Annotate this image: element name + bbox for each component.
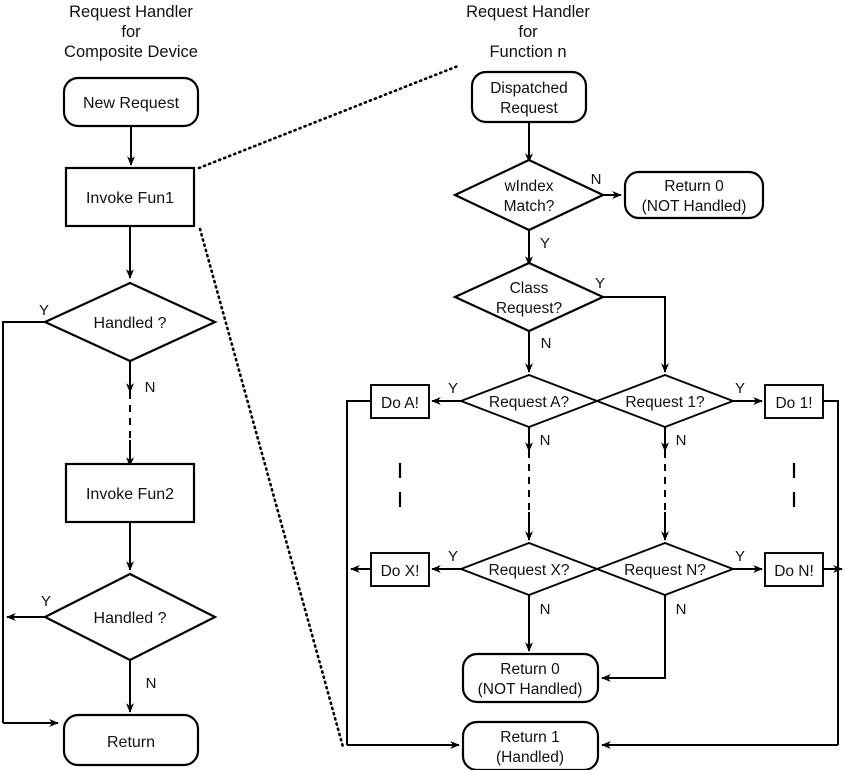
label-class-no: N — [541, 335, 552, 352]
node-invoke-fun2-label: Invoke Fun2 — [86, 486, 174, 503]
right-title-line-1: Request Handler — [466, 3, 590, 21]
label-handled1-no: N — [145, 379, 156, 396]
right-title-line-2: for — [518, 23, 538, 41]
expansion-connector-top — [197, 64, 460, 170]
label-windex-yes: Y — [540, 235, 550, 252]
label-requestx-yes: Y — [448, 548, 458, 565]
edge-doa-to-left-bus — [346, 400, 371, 745]
node-request-a-label: Request A? — [489, 394, 570, 411]
node-windex-match-line-1: wIndex — [503, 178, 553, 195]
label-windex-no: N — [591, 171, 602, 188]
edge-class-yes-to-request1 — [603, 296, 669, 373]
node-do-n-label: Do N! — [774, 563, 814, 580]
label-class-yes: Y — [595, 275, 605, 292]
node-return0-top-line-2: (NOT Handled) — [642, 198, 747, 215]
node-class-request-line-2: Request? — [496, 300, 563, 317]
node-return1-bottom[interactable] — [461, 720, 600, 770]
node-do-a[interactable] — [370, 384, 430, 419]
label-handled2-no: N — [146, 675, 157, 692]
node-return1-bottom-line-1: Return 1 — [500, 729, 559, 746]
node-windex-match[interactable] — [452, 158, 606, 232]
edge-requestn-no-to-return0 — [601, 595, 666, 682]
node-return0-top[interactable] — [623, 170, 765, 220]
node-new-request-label: New Request — [83, 95, 180, 112]
label-request1-no: N — [676, 432, 687, 449]
node-invoke-fun1-label: Invoke Fun1 — [86, 190, 174, 207]
node-windex-match-line-2: Match? — [504, 198, 555, 215]
right-title-line-3: Function n — [489, 43, 566, 61]
node-handled-1-label: Handled ? — [94, 315, 167, 332]
node-dispatched-request-line-1: Dispatched — [490, 80, 568, 97]
node-return1-bottom-line-2: (Handled) — [496, 749, 564, 766]
left-title-line-1: Request Handler — [69, 3, 193, 21]
edge-handled1-yes-to-bus — [2, 321, 45, 723]
node-class-request-line-1: Class — [510, 280, 549, 297]
node-return0-top-line-1: Return 0 — [664, 178, 724, 195]
label-requesta-yes: Y — [448, 380, 458, 397]
node-request-n-label: Request N? — [624, 562, 706, 579]
node-return0-bottom-line-1: Return 0 — [500, 661, 560, 678]
left-title: Request Handler for Composite Device — [64, 3, 198, 61]
label-requestn-no: N — [676, 601, 687, 618]
node-class-request[interactable] — [452, 261, 606, 333]
label-requestx-no: N — [540, 601, 551, 618]
left-title-line-2: for — [121, 23, 141, 41]
node-do-x-label: Do X! — [381, 563, 420, 580]
node-dispatched-request-line-2: Request — [500, 100, 558, 117]
node-request-x-label: Request X? — [489, 562, 570, 579]
node-return0-bottom-line-2: (NOT Handled) — [478, 681, 583, 698]
label-request1-yes: Y — [735, 380, 745, 397]
edge-do1-to-right-bus — [823, 400, 839, 745]
node-return[interactable] — [62, 713, 200, 767]
node-invoke-fun1[interactable] — [64, 166, 196, 228]
node-return-label: Return — [107, 734, 155, 751]
node-handled-2-label: Handled ? — [94, 610, 167, 627]
left-title-line-3: Composite Device — [64, 43, 198, 61]
label-requesta-no: N — [540, 432, 551, 449]
node-invoke-fun2[interactable] — [64, 462, 196, 524]
node-do-a-label: Do A! — [381, 395, 419, 412]
node-request-1-label: Request 1? — [625, 394, 705, 411]
expansion-connector-bottom — [198, 227, 345, 749]
label-requestn-yes: Y — [735, 548, 745, 565]
label-handled1-yes: Y — [39, 302, 49, 319]
node-return0-bottom[interactable] — [461, 652, 600, 704]
right-title: Request Handler for Function n — [466, 3, 590, 61]
node-do-1-label: Do 1! — [775, 395, 812, 412]
label-handled2-yes: Y — [41, 593, 51, 610]
